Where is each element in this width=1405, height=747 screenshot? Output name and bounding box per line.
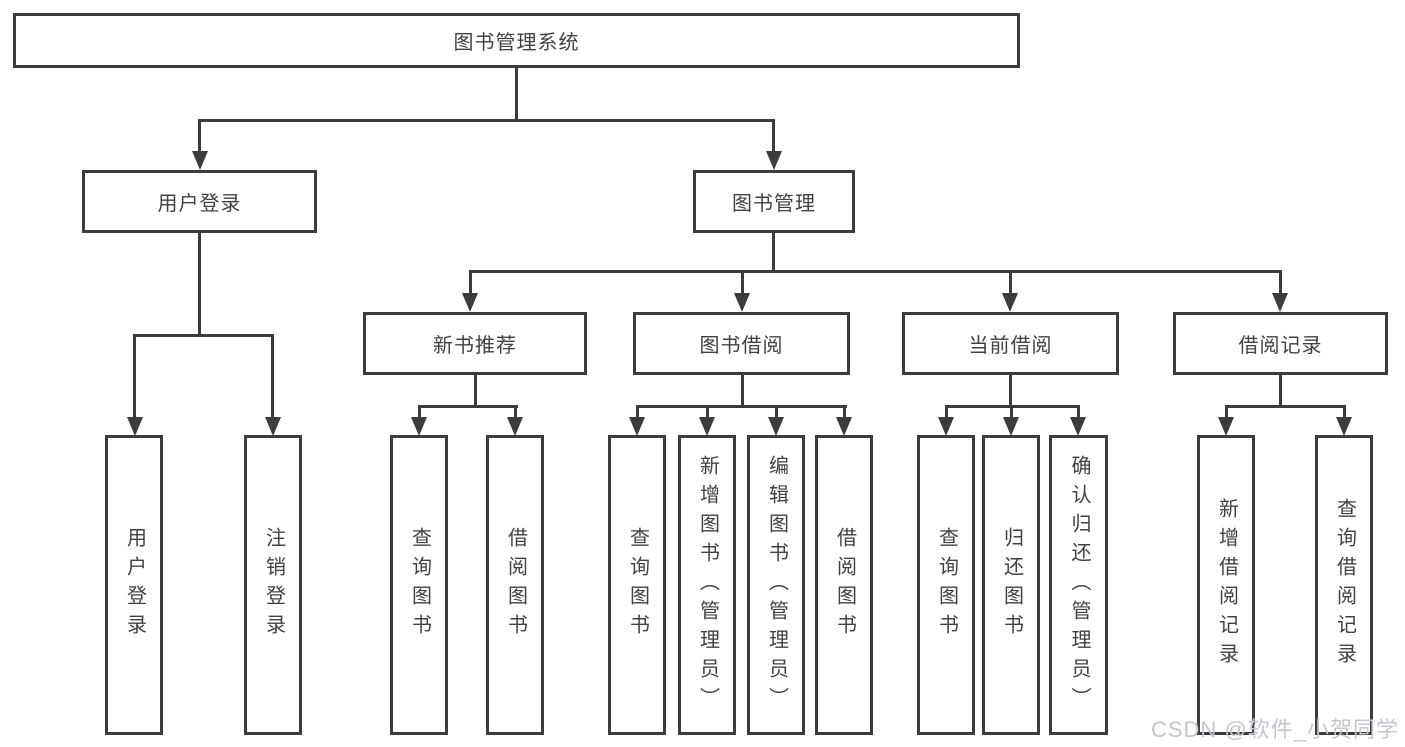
- node-label: 编辑图书（管理员）: [765, 454, 788, 716]
- node-label: 当前借阅: [968, 335, 1053, 357]
- connector-line: [133, 334, 136, 420]
- connector-line: [741, 375, 744, 408]
- connector-line: [1225, 405, 1346, 408]
- node-label: 图书管理: [732, 193, 816, 215]
- connector-line: [741, 270, 744, 296]
- arrow-down-icon: [629, 417, 645, 436]
- connector-line: [1009, 270, 1012, 296]
- node-label: 用户登录: [157, 193, 242, 215]
- node-user-login: 用户登录: [82, 170, 317, 233]
- leaf-query-books-borrowing: 查询图书: [608, 435, 666, 735]
- node-label: 查询图书: [935, 527, 958, 643]
- node-label: 借阅记录: [1238, 335, 1323, 357]
- connector-line: [198, 233, 201, 337]
- connector-line: [418, 405, 518, 408]
- connector-line: [514, 405, 517, 421]
- connector-line: [133, 334, 274, 337]
- arrow-down-icon: [938, 417, 954, 436]
- arrow-down-icon: [768, 417, 784, 436]
- connector-line: [418, 405, 421, 421]
- connector-line: [843, 405, 846, 421]
- connector-line: [636, 405, 639, 421]
- node-label: 注销登录: [262, 527, 285, 643]
- node-label: 图书借阅: [699, 335, 784, 357]
- node-label: 归还图书: [1000, 527, 1023, 643]
- connector-line: [1343, 405, 1346, 421]
- node-label: 用户登录: [123, 527, 146, 643]
- node-label: 查询图书: [408, 527, 431, 643]
- arrow-down-icon: [265, 417, 281, 436]
- arrow-down-icon: [1002, 293, 1018, 312]
- connector-line: [945, 405, 948, 421]
- arrow-down-icon: [836, 417, 852, 436]
- arrow-down-icon: [1336, 417, 1352, 436]
- connector-line: [706, 405, 709, 421]
- leaf-query-books-recommend: 查询图书: [390, 435, 448, 735]
- node-label: 新增借阅记录: [1215, 498, 1238, 672]
- node-book-borrowing: 图书借阅: [633, 312, 850, 375]
- connector-line: [515, 68, 518, 122]
- node-label: 新增图书（管理员）: [696, 454, 719, 716]
- connector-line: [772, 119, 775, 155]
- arrow-down-icon: [1070, 417, 1086, 436]
- node-label: 查询借阅记录: [1333, 498, 1356, 672]
- node-new-book-recommendation: 新书推荐: [363, 312, 587, 375]
- leaf-add-books-admin: 新增图书（管理员）: [678, 435, 736, 735]
- arrow-down-icon: [1272, 293, 1288, 312]
- connector-line: [772, 233, 775, 273]
- node-library-management-system: 图书管理系统: [13, 13, 1020, 68]
- node-borrowing-records: 借阅记录: [1173, 312, 1388, 375]
- csdn-watermark: CSDN @软件_小贺同学: [1150, 717, 1399, 742]
- node-label: 借阅图书: [504, 527, 527, 643]
- connector-line: [271, 334, 274, 420]
- arrow-down-icon: [734, 293, 750, 312]
- node-current-borrowing: 当前借阅: [902, 312, 1119, 375]
- arrow-down-icon: [699, 417, 715, 436]
- leaf-add-borrow-record: 新增借阅记录: [1197, 435, 1255, 735]
- connector-line: [1010, 405, 1013, 421]
- leaf-confirm-return-admin: 确认归还（管理员）: [1049, 435, 1108, 735]
- node-book-management: 图书管理: [693, 170, 855, 233]
- leaf-query-borrow-record: 查询借阅记录: [1315, 435, 1373, 735]
- arrow-down-icon: [462, 293, 478, 312]
- arrow-down-icon: [766, 151, 782, 170]
- arrow-down-icon: [1218, 417, 1234, 436]
- arrow-down-icon: [127, 417, 143, 436]
- connector-line: [474, 375, 477, 408]
- connector-line: [1009, 375, 1012, 408]
- connector-line: [1077, 405, 1080, 421]
- leaf-return-books: 归还图书: [982, 435, 1040, 735]
- connector-line: [1279, 270, 1282, 296]
- leaf-edit-books-admin: 编辑图书（管理员）: [747, 435, 805, 735]
- node-label: 图书管理系统: [453, 32, 580, 54]
- arrow-down-icon: [1003, 417, 1019, 436]
- leaf-query-books-current: 查询图书: [917, 435, 975, 735]
- connector-line: [775, 405, 778, 421]
- leaf-borrow-books-recommend: 借阅图书: [486, 435, 544, 735]
- arrow-down-icon: [192, 151, 208, 170]
- connector-line: [1279, 375, 1282, 408]
- node-label: 确认归还（管理员）: [1068, 454, 1090, 716]
- connector-line: [1225, 405, 1228, 421]
- arrow-down-icon: [411, 417, 427, 436]
- node-label: 借阅图书: [833, 527, 856, 643]
- node-label: 新书推荐: [433, 335, 517, 357]
- leaf-logout: 注销登录: [244, 435, 302, 735]
- node-label: 查询图书: [626, 527, 649, 643]
- connector-line: [469, 270, 472, 296]
- connector-line: [636, 405, 847, 408]
- arrow-down-icon: [507, 417, 523, 436]
- connector-line: [198, 119, 775, 122]
- connector-line: [469, 270, 1282, 273]
- connector-line: [198, 119, 201, 155]
- leaf-borrow-books: 借阅图书: [815, 435, 873, 735]
- leaf-user-login: 用户登录: [105, 435, 163, 735]
